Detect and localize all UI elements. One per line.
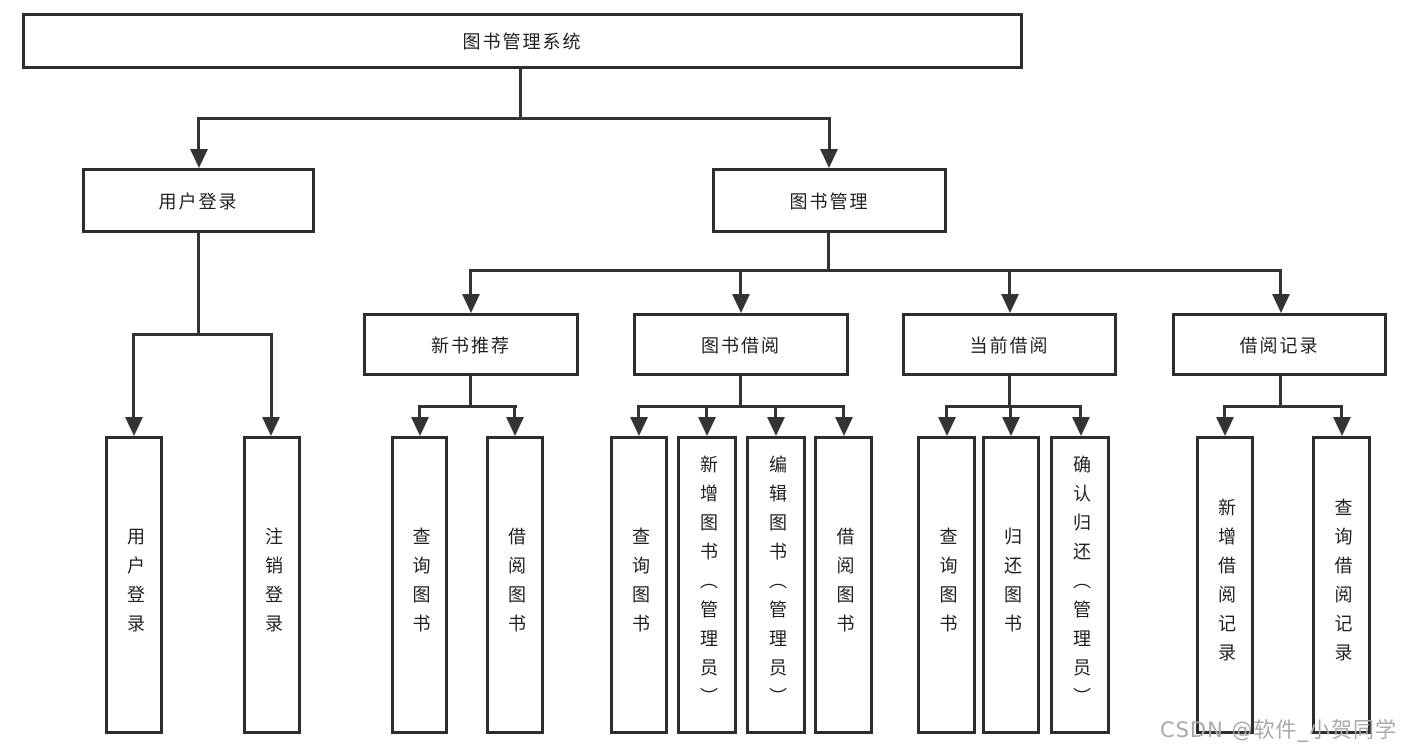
connector-vline [132, 333, 135, 419]
node-user-login: 用户登录 [82, 168, 315, 233]
leaf-newbook-borrow-books: 借阅图书 [486, 436, 544, 734]
connector-vline [739, 375, 742, 407]
node-borrow-records: 借阅记录 [1172, 313, 1387, 376]
node-book-borrow: 图书借阅 [633, 313, 849, 376]
connector-vline [828, 117, 831, 151]
connector-vline [1009, 405, 1012, 419]
leaf-logout: 注销登录 [243, 436, 301, 734]
node-root: 图书管理系统 [22, 13, 1023, 69]
arrow-down-icon [698, 417, 716, 436]
leaf-label: 借阅图书 [505, 527, 526, 643]
leaf-newbook-query-books: 查询图书 [391, 436, 448, 734]
leaf-label: 查询图书 [409, 527, 431, 643]
leaf-current-return-books: 归还图书 [982, 436, 1040, 734]
connector-hline [637, 405, 845, 408]
leaf-current-query-books: 查询图书 [917, 436, 976, 734]
connector-vline [1008, 269, 1011, 296]
arrow-down-icon [125, 417, 143, 436]
connector-vline [519, 68, 522, 119]
arrow-down-icon [462, 294, 480, 313]
leaf-label: 注销登录 [262, 527, 283, 643]
connector-vline [418, 405, 421, 419]
arrow-down-icon [1333, 417, 1351, 436]
watermark: CSDN @软件_小贺同学 [1159, 718, 1397, 742]
connector-vline [827, 232, 830, 272]
connector-vline [945, 405, 948, 419]
leaf-borrow-query-books: 查询图书 [610, 436, 668, 734]
connector-hline [132, 333, 273, 336]
leaf-label: 新增图书（管理员） [697, 454, 718, 716]
connector-vline [1079, 405, 1082, 419]
connector-vline [739, 269, 742, 296]
leaf-label: 确认归还（管理员） [1070, 454, 1091, 716]
arrow-down-icon [732, 294, 750, 313]
connector-vline [1279, 375, 1282, 407]
leaf-label: 归还图书 [1001, 527, 1022, 643]
connector-hline [418, 405, 517, 408]
connector-vline [705, 405, 708, 419]
arrow-down-icon [835, 417, 853, 436]
arrow-down-icon [411, 417, 429, 436]
arrow-down-icon [1002, 417, 1020, 436]
connector-vline [197, 232, 200, 336]
arrow-down-icon [506, 417, 524, 436]
arrow-down-icon [262, 417, 280, 436]
leaf-label: 借阅图书 [833, 527, 855, 643]
connector-vline [774, 405, 777, 419]
arrow-down-icon [1001, 294, 1019, 313]
connector-vline [469, 269, 472, 296]
leaf-label: 查询借阅记录 [1331, 498, 1353, 672]
connector-vline [1223, 405, 1226, 419]
arrow-down-icon [1216, 417, 1234, 436]
connector-vline [270, 333, 273, 419]
node-book-management: 图书管理 [712, 168, 947, 233]
leaf-borrow-borrow-books: 借阅图书 [814, 436, 873, 734]
leaf-label: 新增借阅记录 [1215, 498, 1236, 672]
leaf-current-confirm-return-admin: 确认归还（管理员） [1050, 436, 1110, 734]
leaf-borrow-edit-books-admin: 编辑图书（管理员） [746, 436, 806, 734]
arrow-down-icon [1072, 417, 1090, 436]
leaf-label: 查询图书 [936, 527, 958, 643]
connector-hline [197, 117, 831, 120]
leaf-records-add-record: 新增借阅记录 [1196, 436, 1254, 734]
connector-vline [469, 375, 472, 407]
arrow-down-icon [630, 417, 648, 436]
connector-vline [637, 405, 640, 419]
arrow-down-icon [767, 417, 785, 436]
connector-vline [842, 405, 845, 419]
connector-vline [1008, 375, 1011, 407]
connector-hline [945, 405, 1082, 408]
node-current-borrow: 当前借阅 [902, 313, 1117, 376]
connector-vline [197, 117, 200, 151]
arrow-down-icon [1272, 294, 1290, 313]
arrow-down-icon [820, 149, 838, 168]
leaf-label: 编辑图书（管理员） [766, 454, 787, 716]
leaf-label: 查询图书 [629, 527, 650, 643]
connector-vline [1340, 405, 1343, 419]
node-new-book-recommend: 新书推荐 [363, 313, 579, 376]
connector-vline [513, 405, 516, 419]
connector-vline [1279, 269, 1282, 296]
connector-hline [469, 269, 1282, 272]
leaf-borrow-add-books-admin: 新增图书（管理员） [677, 436, 737, 734]
connector-hline [1223, 405, 1343, 408]
arrow-down-icon [190, 149, 208, 168]
leaf-user-login: 用户登录 [105, 436, 163, 734]
leaf-records-query-record: 查询借阅记录 [1312, 436, 1371, 734]
arrow-down-icon [938, 417, 956, 436]
leaf-label: 用户登录 [124, 527, 145, 643]
